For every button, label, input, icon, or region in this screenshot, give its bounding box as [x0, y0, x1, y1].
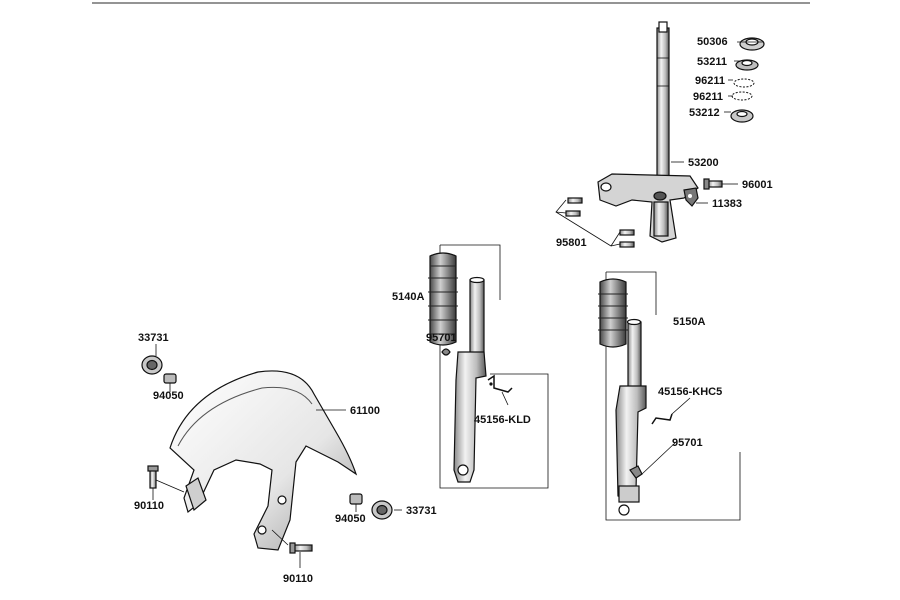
label-95801: 95801	[556, 237, 587, 249]
dust-boot-left-part	[428, 252, 458, 346]
label-53212: 53212	[689, 107, 720, 119]
dust-boot-right-part	[598, 278, 628, 348]
bolt-95801-part	[565, 197, 635, 248]
right-fork-group: 5150A 45156-KHC5 95701	[598, 271, 741, 521]
steering-stem-part	[597, 21, 699, 243]
label-53200: 53200	[688, 157, 719, 169]
label-33731-bottom: 33731	[406, 505, 437, 517]
label-5150a: 5150A	[673, 316, 705, 328]
clip-95701-left-part	[441, 348, 451, 356]
top-cone-race-part	[735, 59, 759, 71]
label-94050-bottom: 94050	[335, 513, 366, 525]
label-45156-khc5: 45156-KHC5	[658, 386, 722, 398]
label-50306: 50306	[697, 36, 728, 48]
nut-94050-bottom-part	[349, 493, 363, 505]
reflector-33731-bottom-part	[371, 500, 393, 520]
label-5140a: 5140A	[392, 291, 424, 303]
label-11383: 11383	[712, 198, 742, 210]
steel-ball-part-upper	[733, 78, 755, 88]
bolt-96001-part	[703, 178, 723, 190]
steering-stem-group: 50306 53211 96211 96211 53212 53200 9600…	[555, 21, 773, 249]
fork-tube-left-part	[453, 276, 487, 483]
label-90110-left: 90110	[134, 500, 164, 512]
nut-94050-top-part	[163, 373, 177, 384]
left-fork-group: 5140A 95701 45156-KLD	[392, 244, 549, 489]
label-95701-right: 95701	[672, 437, 703, 449]
bolt-90110-left-part	[147, 465, 159, 489]
bottom-cone-race-part	[730, 109, 754, 123]
label-33731-top: 33731	[138, 332, 169, 344]
label-90110-bottom: 90110	[283, 573, 313, 585]
front-fender-group: 33731 94050 61100 90110 94050 33731 9011…	[134, 332, 437, 585]
label-96211-b: 96211	[693, 91, 723, 103]
label-95701-left: 95701	[426, 332, 457, 344]
label-96211-a: 96211	[695, 75, 725, 87]
label-45156-kld: 45156-KLD	[474, 414, 531, 426]
clamp-11383-part	[683, 187, 699, 207]
label-53211: 53211	[697, 56, 727, 68]
reflector-33731-top-part	[141, 355, 163, 375]
label-96001: 96001	[742, 179, 773, 191]
bracket-45156-kld-part	[487, 374, 513, 393]
steel-ball-part-lower	[731, 91, 753, 101]
label-94050-top: 94050	[153, 390, 184, 402]
locknut-part	[739, 37, 765, 51]
bracket-45156-khc5-part	[651, 413, 673, 425]
front-fender-part	[169, 370, 358, 551]
bolt-90110-bottom-part	[289, 542, 313, 554]
fork-tube-right-part	[615, 318, 647, 516]
label-61100: 61100	[350, 405, 380, 417]
